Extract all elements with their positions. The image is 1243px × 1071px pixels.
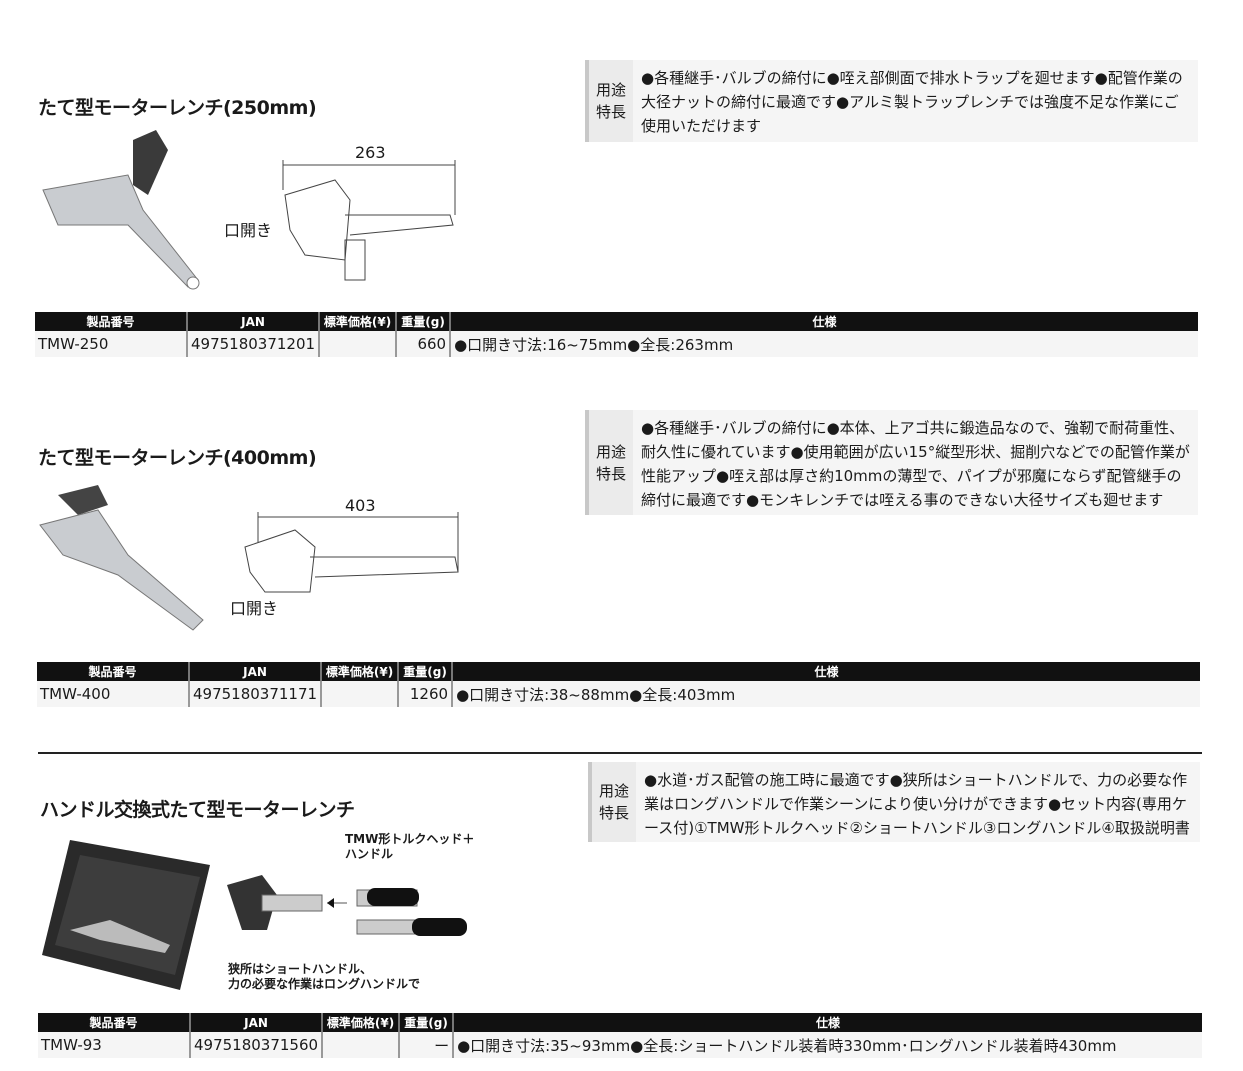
col-spec: 仕様 — [453, 1013, 1202, 1032]
cell-spec: ●口開き寸法:35~93mm●全長:ショートハンドル装着時330mm･ロングハン… — [453, 1032, 1202, 1058]
col-jan: JAN — [189, 662, 323, 681]
cell-spec: ●口開き寸法:38~88mm●全長:403mm — [452, 681, 1200, 707]
wrench-photo — [42, 130, 200, 290]
label-use: 用途 — [598, 782, 629, 800]
features-text: ●各種継手･バルブの締付に●咥え部側面で排水トラップを廻せます●配管作業の大径ナ… — [641, 69, 1183, 135]
col-jan: JAN — [190, 1013, 324, 1032]
col-weight: 重量(g) — [398, 662, 454, 681]
cell-price — [322, 1032, 401, 1058]
cell-code: TMW-250 — [35, 331, 188, 357]
features-label: 用途特長 — [589, 60, 633, 142]
cell-price — [319, 331, 398, 357]
label-use: 用途 — [595, 442, 626, 461]
label-use: 用途 — [595, 81, 626, 99]
product-title: ハンドル交換式たて型モーターレンチ — [40, 799, 355, 821]
wrench-photo — [39, 485, 204, 631]
cell-weight: ー — [399, 1032, 455, 1058]
features-text: ●水道･ガス配管の施工時に最適です●狭所はショートハンドルで、力の必要な作業はロ… — [644, 771, 1190, 837]
cell-jan: 4975180371560 — [190, 1032, 324, 1058]
cell-code: TMW-400 — [37, 681, 190, 707]
col-code: 製品番号 — [37, 662, 190, 681]
length-dimension: 403 — [345, 496, 376, 515]
col-code: 製品番号 — [38, 1013, 191, 1032]
cell-jan: 4975180371171 — [189, 681, 323, 707]
opening-label: 口開き — [224, 221, 273, 240]
cell-code: TMW-93 — [38, 1032, 191, 1058]
callout-label: TMW形トルクヘッド＋ハンドル — [345, 832, 475, 861]
col-price: 標準価格(¥) — [319, 312, 398, 331]
features-label: 用途特長 — [592, 762, 636, 842]
col-spec: 仕様 — [452, 662, 1200, 681]
length-dimension: 263 — [355, 143, 386, 162]
opening-label: 口開き — [230, 599, 279, 618]
col-weight: 重量(g) — [399, 1013, 455, 1032]
col-weight: 重量(g) — [396, 312, 452, 331]
features-label: 用途特長 — [589, 410, 633, 515]
col-spec: 仕様 — [450, 312, 1198, 331]
head-and-handles-drawing — [227, 875, 467, 936]
cell-weight: 660 — [396, 331, 452, 357]
wrench-drawing — [282, 160, 456, 281]
wrench-drawing — [244, 512, 459, 593]
cell-jan: 4975180371201 — [187, 331, 321, 357]
features-box: 用途特長 ●水道･ガス配管の施工時に最適です●狭所はショートハンドルで、力の必要… — [588, 762, 1200, 842]
col-price: 標準価格(¥) — [322, 1013, 401, 1032]
label-feature: 特長 — [595, 464, 626, 483]
features-text: ●各種継手･バルブの締付に●本体、上アゴ共に鍛造品なので、強靭で耐荷重性、耐久性… — [641, 419, 1190, 509]
col-jan: JAN — [187, 312, 321, 331]
section-divider — [38, 752, 1202, 754]
col-price: 標準価格(¥) — [321, 662, 400, 681]
label-feature: 特長 — [598, 804, 629, 822]
features-box: 用途特長 ●各種継手･バルブの締付に●本体、上アゴ共に鍛造品なので、強靭で耐荷重… — [585, 410, 1198, 515]
cell-weight: 1260 — [398, 681, 454, 707]
col-code: 製品番号 — [35, 312, 188, 331]
cell-price — [321, 681, 400, 707]
caption-line-2: 力の必要な作業はロングハンドルで — [228, 977, 421, 991]
caption-line-1: 狭所はショートハンドル、 — [228, 962, 373, 976]
case-photo — [42, 840, 210, 990]
label-feature: 特長 — [595, 103, 626, 121]
features-box: 用途特長 ●各種継手･バルブの締付に●咥え部側面で排水トラップを廻せます●配管作… — [585, 60, 1198, 142]
product-title: たて型モーターレンチ(250mm) — [38, 97, 317, 119]
product-title: たて型モーターレンチ(400mm) — [38, 447, 317, 469]
cell-spec: ●口開き寸法:16~75mm●全長:263mm — [450, 331, 1198, 357]
